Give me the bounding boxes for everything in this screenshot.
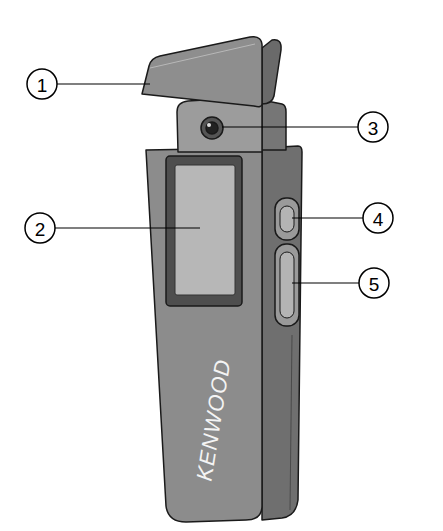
button-5-face bbox=[280, 252, 294, 318]
leader-line bbox=[57, 83, 150, 84]
screen-frame bbox=[166, 156, 242, 306]
leader-line bbox=[292, 217, 363, 218]
callout-circle bbox=[363, 203, 393, 233]
cap-side bbox=[262, 40, 281, 104]
leader-line bbox=[292, 282, 359, 283]
leader-line bbox=[222, 126, 358, 127]
cap bbox=[142, 37, 262, 107]
button-5 bbox=[275, 244, 299, 326]
lens bbox=[206, 122, 218, 134]
callout-number: 4 bbox=[373, 210, 384, 229]
camera-block-side bbox=[262, 100, 286, 150]
callout-number: 1 bbox=[37, 76, 48, 95]
callout-number: 3 bbox=[368, 119, 379, 138]
button-4-face bbox=[280, 206, 294, 232]
callout-circle bbox=[27, 69, 57, 99]
callout-circle bbox=[358, 112, 388, 142]
callout-circle bbox=[25, 213, 55, 243]
body-side bbox=[262, 146, 302, 520]
lens-glint bbox=[207, 123, 211, 127]
cap-highlight bbox=[150, 44, 255, 68]
callout-number: 5 bbox=[369, 275, 380, 294]
side-seam bbox=[290, 335, 292, 510]
lens-ring bbox=[201, 117, 223, 139]
callout-circle bbox=[359, 268, 389, 298]
button-4 bbox=[275, 198, 299, 240]
screen bbox=[175, 165, 235, 295]
body-front bbox=[146, 148, 262, 522]
callout-number: 2 bbox=[35, 220, 46, 239]
leader-line bbox=[55, 227, 200, 228]
